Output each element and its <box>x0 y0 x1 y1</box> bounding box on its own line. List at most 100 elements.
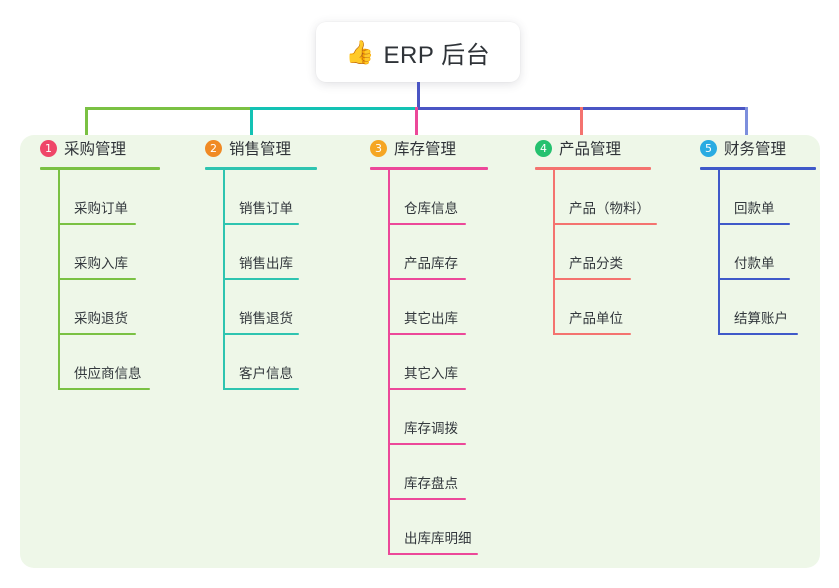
connector-drop-3 <box>415 107 418 150</box>
module-item[interactable]: 销售退货 <box>185 280 317 335</box>
module-item[interactable]: 回款单 <box>680 170 816 225</box>
module-underline <box>700 167 816 170</box>
module-item[interactable]: 产品库存 <box>350 225 488 280</box>
module-number-badge: 5 <box>700 139 717 157</box>
module-item[interactable]: 库存盘点 <box>350 445 488 500</box>
module-item-label: 客户信息 <box>239 366 293 381</box>
module-item[interactable]: 其它入库 <box>350 335 488 390</box>
module-item[interactable]: 客户信息 <box>185 335 317 390</box>
module-title: 库存管理 <box>394 141 457 158</box>
module-number-badge: 2 <box>205 139 222 157</box>
module-item-label: 销售订单 <box>239 201 293 216</box>
module-item-underline <box>58 333 136 335</box>
module-item-underline <box>553 333 631 335</box>
connector-trunk <box>417 82 420 110</box>
module-item-label: 其它入库 <box>404 366 458 381</box>
module-item[interactable]: 销售出库 <box>185 225 317 280</box>
module-item-list: 仓库信息产品库存其它出库其它入库库存调拨库存盘点出库库明细 <box>350 170 488 555</box>
module-item-label: 结算账户 <box>734 311 788 326</box>
module-item-label: 采购退货 <box>74 311 128 326</box>
module-item-label: 采购入库 <box>74 256 128 271</box>
module-item[interactable]: 其它出库 <box>350 280 488 335</box>
module-item[interactable]: 采购入库 <box>20 225 160 280</box>
module-header-3[interactable]: 3 库存管理 <box>350 135 488 161</box>
module-item-underline <box>388 498 466 500</box>
module-column-3: 3 库存管理仓库信息产品库存其它出库其它入库库存调拨库存盘点出库库明细 <box>350 135 488 555</box>
module-item-label: 其它出库 <box>404 311 458 326</box>
root-node-title: ERP 后台 <box>383 41 491 69</box>
module-header-2[interactable]: 2 销售管理 <box>185 135 317 161</box>
module-item-label: 产品（物料） <box>569 201 650 216</box>
module-item[interactable]: 结算账户 <box>680 280 816 335</box>
module-item[interactable]: 付款单 <box>680 225 816 280</box>
module-item-underline <box>223 278 299 280</box>
module-column-2: 2 销售管理销售订单销售出库销售退货客户信息 <box>185 135 317 390</box>
connector-bar-green <box>85 107 253 110</box>
module-item[interactable]: 采购退货 <box>20 280 160 335</box>
module-title: 产品管理 <box>559 141 622 158</box>
module-item-label: 销售出库 <box>239 256 293 271</box>
module-item-label: 产品分类 <box>569 256 623 271</box>
connector-drop-4 <box>580 107 583 150</box>
module-title: 采购管理 <box>64 141 127 158</box>
module-item-underline <box>718 333 798 335</box>
module-underline <box>535 167 651 170</box>
module-item[interactable]: 库存调拨 <box>350 390 488 445</box>
module-underline <box>40 167 160 170</box>
module-item[interactable]: 产品分类 <box>515 225 651 280</box>
module-item[interactable]: 仓库信息 <box>350 170 488 225</box>
connector-bar-teal <box>250 107 418 110</box>
module-title: 销售管理 <box>229 141 292 158</box>
module-number-badge: 3 <box>370 139 387 157</box>
module-item-label: 回款单 <box>734 201 775 216</box>
module-underline <box>370 167 488 170</box>
module-item-label: 付款单 <box>734 256 775 271</box>
module-item-label: 采购订单 <box>74 201 128 216</box>
module-column-4: 4 产品管理产品（物料） 产品分类产品单位 <box>515 135 657 335</box>
module-title: 财务管理 <box>724 141 787 158</box>
module-item-list: 回款单付款单结算账户 <box>680 170 816 335</box>
module-item[interactable]: 供应商信息 <box>20 335 160 390</box>
connector-drop-5 <box>745 107 748 150</box>
module-underline <box>205 167 317 170</box>
module-item-label: 仓库信息 <box>404 201 458 216</box>
root-node-content: 👍 ERP 后台 <box>346 35 490 70</box>
module-item-label: 库存调拨 <box>404 421 458 436</box>
connector-drop-2 <box>250 107 253 150</box>
module-item-label: 出库库明细 <box>404 531 472 546</box>
module-item-label: 库存盘点 <box>404 476 458 491</box>
module-column-5: 5 财务管理回款单付款单结算账户 <box>680 135 816 335</box>
module-item-underline <box>223 388 299 390</box>
module-item-label: 供应商信息 <box>74 366 142 381</box>
root-node-card[interactable]: 👍 ERP 后台 <box>316 22 520 82</box>
module-item-underline <box>553 278 631 280</box>
module-item[interactable]: 采购订单 <box>20 170 160 225</box>
module-spine <box>553 170 555 335</box>
module-item-underline <box>388 553 478 555</box>
module-item[interactable]: 产品单位 <box>515 280 651 335</box>
module-item-underline <box>388 333 466 335</box>
module-item[interactable]: 出库库明细 <box>350 500 488 555</box>
module-item[interactable]: 产品（物料） <box>515 170 657 225</box>
module-spine <box>223 170 225 390</box>
module-item-underline <box>718 223 790 225</box>
module-item-underline <box>553 223 657 225</box>
module-item-list: 产品（物料） 产品分类产品单位 <box>515 170 657 335</box>
module-spine <box>718 170 720 335</box>
module-item-underline <box>58 278 136 280</box>
module-item-list: 销售订单销售出库销售退货客户信息 <box>185 170 317 390</box>
module-spine <box>58 170 60 390</box>
module-header-4[interactable]: 4 产品管理 <box>515 135 651 161</box>
module-item-underline <box>223 223 299 225</box>
module-header-5[interactable]: 5 财务管理 <box>680 135 816 161</box>
module-item-list: 采购订单采购入库采购退货供应商信息 <box>20 170 160 390</box>
module-number-badge: 4 <box>535 139 552 157</box>
module-item[interactable]: 销售订单 <box>185 170 317 225</box>
module-item-underline <box>718 278 790 280</box>
module-item-underline <box>58 388 150 390</box>
module-item-underline <box>223 333 299 335</box>
